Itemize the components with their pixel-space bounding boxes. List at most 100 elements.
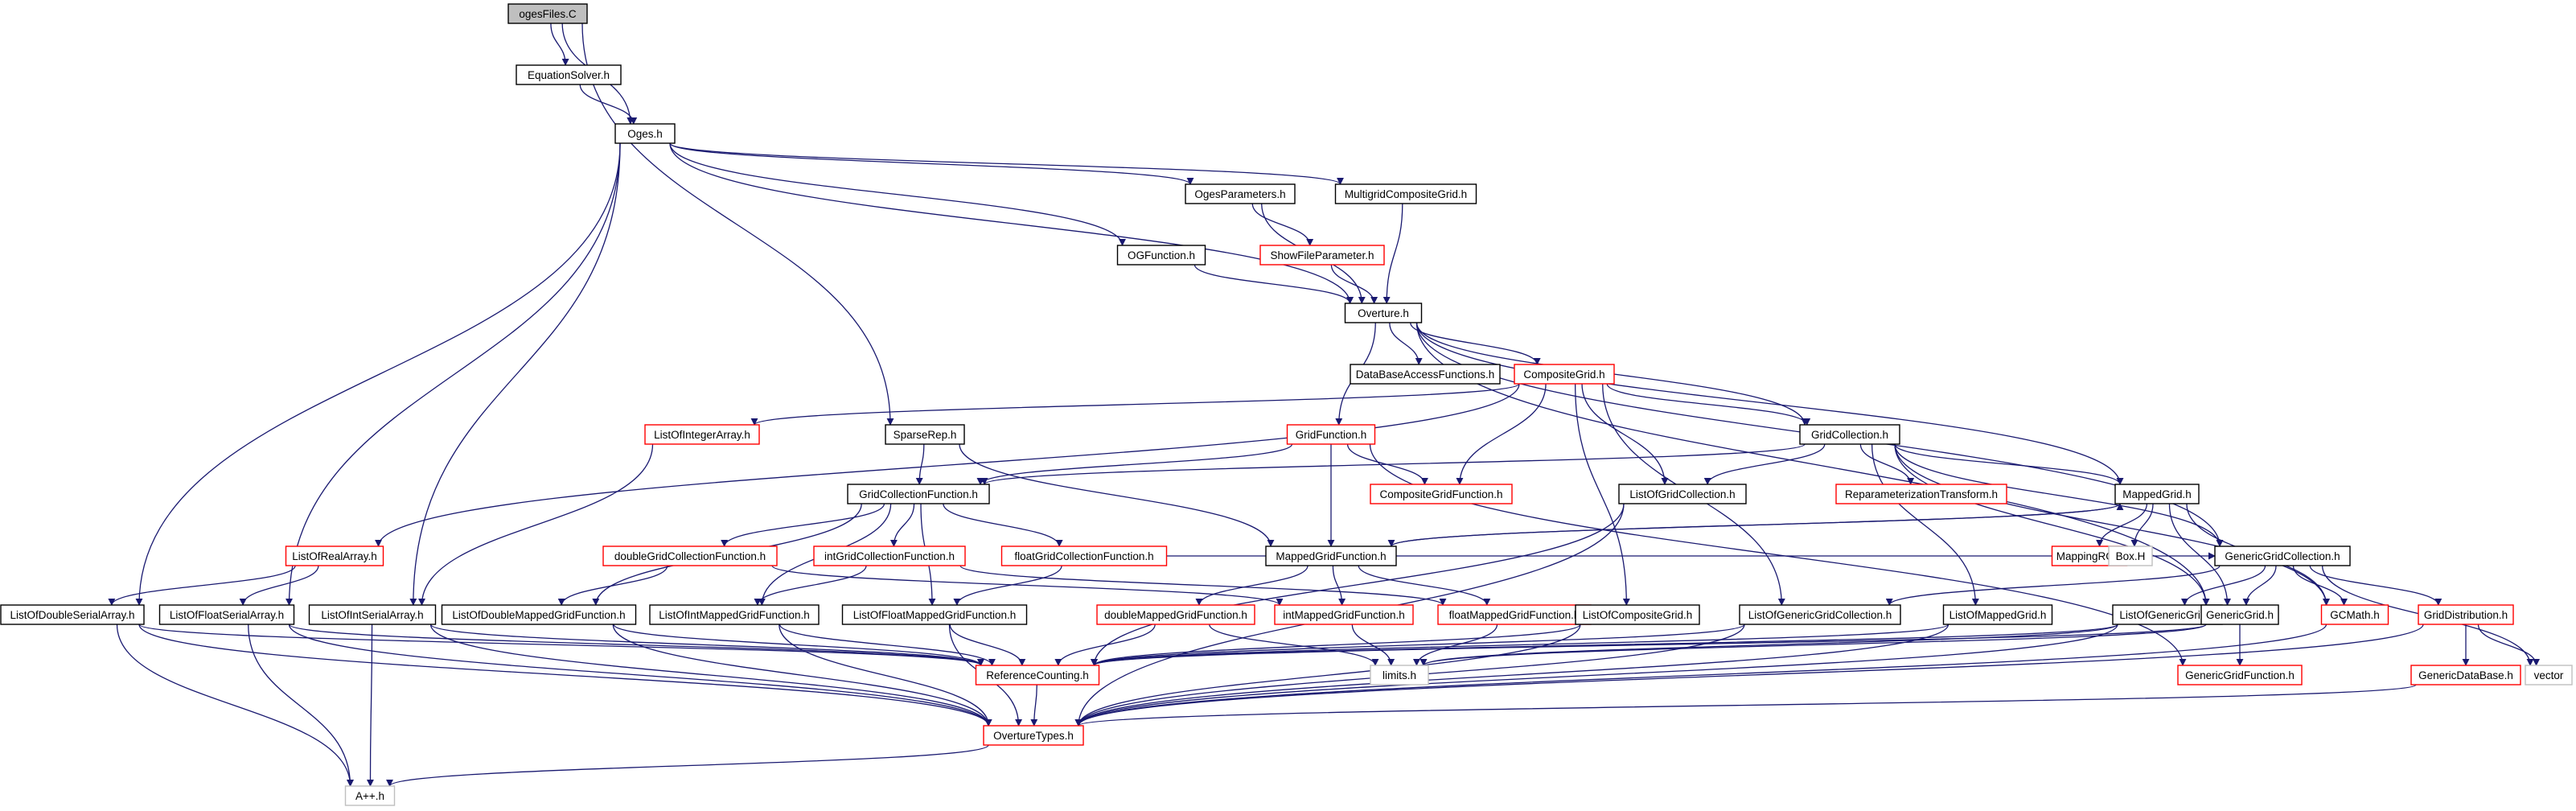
node-generic-grid-function[interactable]: GenericGridFunction.h (2177, 665, 2303, 685)
node-list-of-generic-grid-collection[interactable]: ListOfGenericGridCollection.h (1739, 604, 1901, 625)
node-grid-collection[interactable]: GridCollection.h (1799, 424, 1900, 445)
node-box (649, 604, 820, 625)
node-label: DataBaseAccessFunctions.h (1356, 368, 1495, 381)
node-box (2108, 545, 2153, 566)
edge-float-grid-collection-function-to-list-of-float-mapped-grid-function (953, 565, 1062, 606)
node-list-of-int-mapped-grid-function[interactable]: ListOfIntMappedGridFunction.h (649, 604, 820, 625)
edge-generic-grid-collection-to-list-of-generic-grid (2180, 565, 2266, 606)
edge-sparse-rep-to-grid-collection-function (915, 443, 925, 485)
node-reference-counting[interactable]: ReferenceCounting.h (975, 665, 1100, 685)
node-box (516, 64, 622, 85)
node-gcmath[interactable]: GCMath.h (2320, 604, 2389, 625)
node-mapped-grid-function[interactable]: MappedGridFunction.h (1265, 545, 1397, 566)
node-overture-types[interactable]: OvertureTypes.h (983, 725, 1084, 746)
node-reparameterization-transform[interactable]: ReparameterizationTransform.h (1835, 484, 2007, 504)
node-label: ListOfIntegerArray.h (654, 429, 750, 441)
node-grid-function[interactable]: GridFunction.h (1286, 424, 1376, 445)
edge-grid-collection-to-list-of-grid-collection (1703, 443, 1826, 485)
node-generic-grid-collection[interactable]: GenericGridCollection.h (2214, 545, 2351, 566)
edge-composite-grid-to-grid-collection (1606, 383, 1811, 426)
edge-double-mapped-grid-function-to-limits (1209, 624, 1379, 666)
node-grid-distribution[interactable]: GridDistribution.h (2418, 604, 2514, 625)
node-box (983, 725, 1084, 746)
node-list-of-float-serial-array[interactable]: ListOfFloatSerialArray.h (158, 604, 295, 625)
node-list-of-double-serial-array[interactable]: ListOfDoubleSerialArray.h (0, 604, 145, 625)
edge-grid-collection-function-to-float-grid-collection-function (943, 503, 1063, 547)
edge-grid-collection-to-list-of-mapped-grid (1871, 443, 1979, 606)
node-box (1259, 245, 1385, 266)
node-float-mapped-grid-function[interactable]: floatMappedGridFunction.h (1437, 604, 1592, 625)
node-box (0, 604, 145, 625)
edge-grid-distribution-to-vector (2477, 624, 2541, 666)
edge-grid-function-to-grid-collection-function (976, 443, 1293, 485)
node-composite-grid[interactable]: CompositeGrid.h (1514, 364, 1615, 385)
node-oges-parameters[interactable]: OgesParameters.h (1185, 183, 1296, 204)
node-sparse-rep[interactable]: SparseRep.h (885, 424, 965, 445)
node-list-of-composite-grid[interactable]: ListOfCompositeGrid.h (1575, 604, 1700, 625)
node-ogfunction[interactable]: OGFunction.h (1116, 245, 1206, 266)
node-mapped-grid[interactable]: MappedGrid.h (2114, 484, 2200, 504)
node-equation-solver[interactable]: EquationSolver.h (516, 64, 622, 85)
node-list-of-mapped-grid[interactable]: ListOfMappedGrid.h (1942, 604, 2053, 625)
node-float-grid-collection-function[interactable]: floatGridCollectionFunction.h (1000, 545, 1168, 566)
node-generic-data-base[interactable]: GenericDataBase.h (2410, 665, 2521, 685)
edge-list-of-generic-grid-collection-to-reference-counting (1091, 624, 1745, 666)
node-list-of-float-mapped-grid-function[interactable]: ListOfFloatMappedGridFunction.h (841, 604, 1028, 625)
node-label: GCMath.h (2330, 609, 2380, 621)
node-box (602, 545, 778, 566)
edge-mapped-grid-to-box-h (2130, 503, 2154, 547)
node-box (1265, 545, 1397, 566)
node-label: limits.h (1382, 669, 1416, 681)
node-box (2525, 665, 2573, 685)
node-int-mapped-grid-function[interactable]: intMappedGridFunction.h (1274, 604, 1414, 625)
node-label: ListOfDoubleMappedGridFunction.h (452, 609, 625, 621)
edge-list-of-real-array-to-list-of-double-serial-array (108, 565, 296, 606)
edge-list-of-float-mapped-grid-function-to-reference-counting (949, 624, 1026, 666)
node-generic-grid[interactable]: GenericGrid.h (2200, 604, 2279, 625)
node-vector[interactable]: vector (2525, 665, 2573, 685)
edge-generic-grid-collection-to-gcmath (2292, 565, 2348, 606)
node-label: A++.h (355, 790, 384, 802)
node-double-mapped-grid-function[interactable]: doubleMappedGridFunction.h (1096, 604, 1255, 625)
node-data-base-access-functions[interactable]: DataBaseAccessFunctions.h (1350, 364, 1501, 385)
node-double-grid-collection-function[interactable]: doubleGridCollectionFunction.h (602, 545, 778, 566)
edge-mapped-grid-function-to-int-mapped-grid-function (1332, 565, 1346, 606)
edge-list-of-composite-grid-to-reference-counting (1091, 624, 1581, 666)
node-appp[interactable]: A++.h (344, 785, 396, 806)
node-box-h[interactable]: Box.H (2108, 545, 2153, 566)
edge-oges-files-to-equation-solver (550, 23, 569, 66)
node-list-of-real-array[interactable]: ListOfRealArray.h (285, 545, 384, 566)
node-list-of-integer-array[interactable]: ListOfIntegerArray.h (644, 424, 760, 445)
edge-generic-grid-collection-to-grid-distribution (2309, 565, 2442, 606)
node-show-file-parameter[interactable]: ShowFileParameter.h (1259, 245, 1385, 266)
node-limits[interactable]: limits.h (1370, 665, 1429, 685)
node-label: OgesParameters.h (1194, 188, 1285, 200)
node-multigrid-composite-grid[interactable]: MultigridCompositeGrid.h (1334, 183, 1477, 204)
node-box (2214, 545, 2351, 566)
edge-grid-collection-to-gcmath (1894, 443, 2330, 606)
edge-show-file-parameter-to-overture (1330, 264, 1378, 304)
node-oges[interactable]: Oges.h (614, 123, 676, 144)
node-list-of-int-serial-array[interactable]: ListOfIntSerialArray.h (308, 604, 437, 625)
node-label: doubleGridCollectionFunction.h (614, 550, 766, 562)
file-nodes: ogesFiles.CEquationSolver.hOges.hOgesPar… (0, 3, 2573, 806)
edge-oges-to-list-of-float-serial-array (286, 142, 621, 606)
edge-list-of-double-mapped-grid-function-to-reference-counting (613, 624, 984, 666)
node-list-of-grid-collection[interactable]: ListOfGridCollection.h (1618, 484, 1747, 504)
node-label: GridCollectionFunction.h (859, 488, 978, 500)
edge-composite-grid-to-composite-grid-function (1456, 383, 1547, 485)
edge-list-of-mapped-grid-to-overture-types (1074, 624, 1949, 727)
node-grid-collection-function[interactable]: GridCollectionFunction.h (847, 484, 990, 504)
edge-equation-solver-to-oges (579, 84, 638, 125)
edge-grid-collection-to-grid-collection-function (980, 443, 1806, 485)
node-box (1350, 364, 1501, 385)
edge-multigrid-composite-grid-to-overture (1382, 203, 1403, 304)
node-box (2114, 484, 2200, 504)
node-list-of-double-mapped-grid-function[interactable]: ListOfDoubleMappedGridFunction.h (441, 604, 637, 625)
node-overture[interactable]: Overture.h (1344, 303, 1423, 323)
node-label: MultigridCompositeGrid.h (1345, 188, 1467, 200)
node-int-grid-collection-function[interactable]: intGridCollectionFunction.h (813, 545, 966, 566)
node-label: floatMappedGridFunction.h (1449, 609, 1580, 621)
edge-grid-collection-to-mapped-grid (1894, 443, 2124, 485)
node-composite-grid-function[interactable]: CompositeGridFunction.h (1370, 484, 1513, 504)
